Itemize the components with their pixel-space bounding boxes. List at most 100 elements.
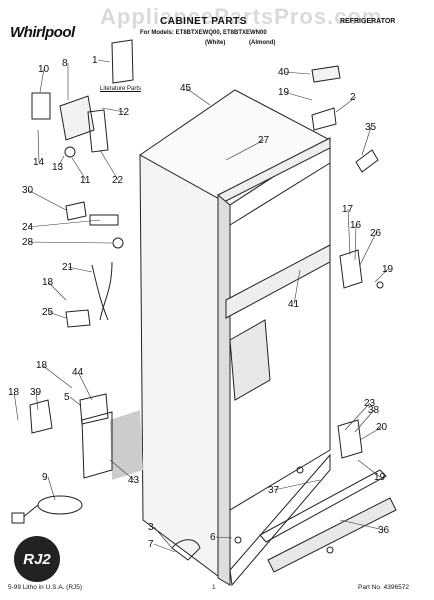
wire-harness [91, 264, 109, 321]
callout-21: 21 [62, 262, 93, 273]
part-number: 6 [210, 532, 216, 543]
harness-clip [65, 309, 91, 328]
callout-30: 30 [22, 185, 67, 211]
part-number: 18 [36, 360, 48, 371]
part-number: 5 [64, 392, 70, 403]
leader-line [77, 371, 93, 401]
cabinet [139, 89, 331, 587]
callout-13: 13 [52, 155, 65, 173]
leader-line [335, 96, 357, 113]
grommet [112, 237, 124, 249]
part-number: 8 [62, 58, 68, 69]
callout-37: 37 [268, 479, 321, 496]
callout-14: 14 [33, 129, 45, 168]
part-number: 25 [42, 307, 54, 318]
leader-line [27, 189, 67, 211]
top-hinge [311, 107, 337, 131]
compressor-plate [81, 411, 113, 479]
part-number: 20 [376, 422, 388, 433]
leader-line [27, 219, 101, 228]
part-number: 13 [52, 162, 64, 173]
part-number: 9 [42, 472, 48, 483]
leader-line [47, 476, 56, 501]
leader-line [69, 396, 81, 406]
callout-28: 28 [22, 237, 113, 248]
callout-26: 26 [359, 228, 382, 266]
upper-bracket [79, 393, 109, 425]
part-number: 26 [370, 228, 382, 239]
callout-22: 22 [99, 149, 124, 186]
part-number: 16 [350, 220, 362, 231]
leader-line [185, 87, 211, 106]
callout-11: 11 [71, 157, 91, 186]
watermark: AppliancePartsPros.com [100, 4, 383, 29]
leader-line [57, 155, 65, 168]
part-number: 30 [22, 185, 34, 196]
leveling-leg [171, 539, 201, 561]
callout-9: 9 [42, 472, 56, 501]
part-number: 35 [365, 122, 377, 133]
leader-line [153, 526, 173, 549]
leader-line [374, 268, 389, 283]
part-number: 19 [278, 87, 290, 98]
callout-20: 20 [359, 422, 388, 441]
part-number: 21 [62, 262, 74, 273]
leader-line [99, 149, 119, 181]
leader-line [41, 364, 73, 389]
leader-line [39, 68, 45, 93]
part-number: 23 [364, 398, 376, 409]
control-housing [59, 95, 95, 141]
callout-25: 25 [42, 307, 67, 319]
callout-3: 3 [148, 522, 173, 549]
leader-line [101, 107, 125, 113]
leader-line [47, 281, 67, 301]
leader-line [354, 409, 375, 433]
callout-44: 44 [72, 367, 93, 401]
light-switch [31, 92, 51, 120]
lower-hinge [337, 419, 363, 459]
callout-17: 17 [342, 204, 354, 256]
leader-line [339, 519, 385, 531]
leader-line [37, 129, 40, 163]
part-number: 12 [118, 107, 130, 118]
sensor [89, 214, 119, 226]
part-number: 11 [80, 175, 91, 186]
leader-line [283, 71, 311, 75]
callout-18: 18 [36, 360, 73, 389]
literature-card [111, 39, 134, 84]
insulation-patch [110, 410, 143, 480]
part-number: 14 [33, 157, 45, 168]
leader-line [97, 59, 111, 63]
leader-line [225, 139, 265, 161]
leader-line [273, 479, 321, 491]
part-number: 10 [38, 64, 50, 75]
brand-logo: Whirlpool [10, 24, 75, 41]
callout-39: 39 [30, 387, 42, 411]
toe-grille-small [259, 469, 387, 543]
leader-line [27, 241, 113, 244]
part-number: 18 [8, 387, 20, 398]
part-number: 40 [278, 67, 290, 78]
callout-2: 2 [335, 92, 357, 113]
callout-7: 7 [148, 539, 176, 553]
color-variants: (White) (Almond) [205, 40, 276, 46]
part-number: 38 [368, 405, 380, 416]
model-badge: RJ2 [14, 536, 60, 582]
leader-line [361, 126, 372, 156]
callout-27: 27 [225, 135, 270, 161]
callout-18: 18 [8, 387, 20, 421]
diagram-title: CABINET PARTS [160, 16, 247, 27]
callout-1: 1 [92, 55, 111, 66]
leader-line [67, 266, 93, 273]
callout-19: 19 [374, 264, 394, 283]
control-bracket [87, 109, 109, 153]
callout-35: 35 [361, 122, 377, 156]
hinge-pin [355, 149, 379, 173]
callout-41: 41 [288, 269, 301, 310]
callout-45: 45 [180, 83, 211, 106]
leader-line [71, 157, 87, 181]
part-number: 39 [30, 387, 42, 398]
leader-line [347, 208, 351, 256]
